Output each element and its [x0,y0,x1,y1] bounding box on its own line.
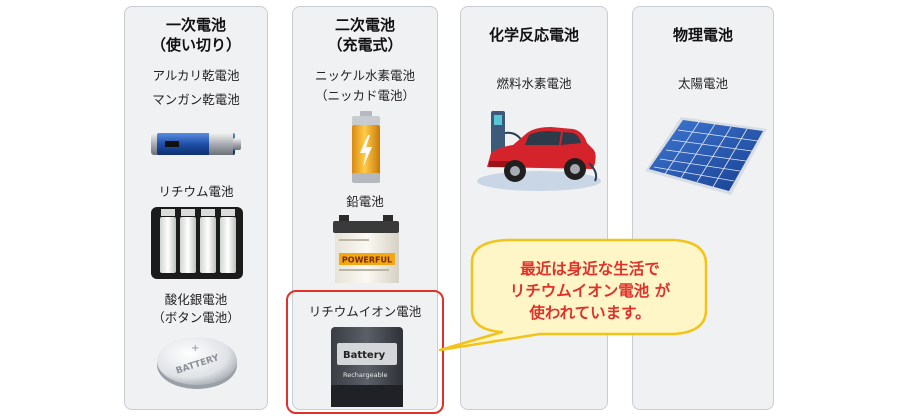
callout-line-1: 最近は身近な生活で [520,260,660,278]
item-lithium: リチウム電池 [158,184,234,199]
item-solar-cell: 太陽電池 [677,76,728,91]
li-ion-battery-label: Battery [343,350,386,361]
panel-primary-battery: 一次電池 （使い切り） アルカリ乾電池 マンガン乾電池 リチウム電池 [124,6,268,410]
item-lithium-ion: リチウムイオン電池 [308,304,422,319]
panel-secondary-battery: 二次電池 （充電式） ニッケル水素電池 （ニッカド電池） 鉛電池 POWERFU… [292,6,438,410]
rechargeable-battery-icon [352,111,380,183]
panel-subtitle: （使い切り） [150,36,241,54]
panel-title: 二次電池 [334,16,395,34]
item-manganese: マンガン乾電池 [152,92,240,107]
item-nickel-hydride: ニッケル水素電池 [314,68,415,83]
svg-text:+: + [191,343,199,354]
callout-bubble [438,238,708,352]
callout-line-3: 使われています。 [529,304,651,322]
callout-line-2: リチウムイオン電池 が [509,282,671,300]
panel-physical-battery: 物理電池 太陽電池 [632,6,774,410]
lithium-ion-battery-icon: Battery Rechargeable [331,327,403,407]
callout-text: 最近は身近な生活で リチウムイオン電池 が 使われています。 [470,258,710,324]
li-ion-rechargeable-label: Rechargeable [343,371,388,379]
item-silver-oxide: 酸化銀電池 [164,292,228,307]
item-nicad: （ニッカド電池） [314,88,415,103]
alkaline-battery-icon [151,133,241,155]
item-button-cell: （ボタン電池） [152,310,240,325]
solar-panel-icon [645,117,767,195]
button-cell-icon: BATTERY + [157,337,237,389]
lithium-battery-pack-icon [151,207,243,279]
panel-title: 化学反応電池 [488,26,579,44]
item-fuel-cell: 燃料水素電池 [496,76,572,91]
lead-acid-brand-label: POWERFUL [342,256,392,265]
item-alkaline: アルカリ乾電池 [152,68,240,83]
lead-acid-battery-icon: POWERFUL [333,215,399,283]
fuel-cell-car-icon [477,111,601,191]
panel-title: 物理電池 [672,26,733,44]
panel-subtitle: （充電式） [327,36,403,54]
item-lead-acid: 鉛電池 [346,194,384,209]
panel-title: 一次電池 [165,16,226,34]
lithium-ion-highlight [286,290,444,414]
